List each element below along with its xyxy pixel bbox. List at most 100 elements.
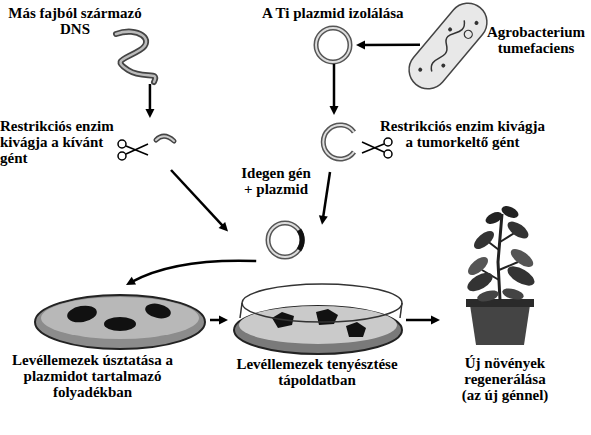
step-node: A Ti plazmid izolálása bbox=[312, 26, 356, 64]
petri-dish-floating bbox=[35, 295, 205, 349]
plasmid-arc-core bbox=[323, 125, 354, 159]
fragment-core bbox=[156, 136, 174, 141]
bacterium bbox=[401, 0, 494, 97]
leaf-disc bbox=[346, 322, 366, 337]
leaf bbox=[471, 228, 497, 253]
step-label: Agrobacterium tumefaciens bbox=[484, 24, 588, 56]
step-label: Levéllemezek úsztatása a plazmidot tarta… bbox=[0, 352, 185, 400]
arrow-line bbox=[131, 261, 256, 282]
plasmid-ring bbox=[268, 223, 302, 257]
leaf bbox=[508, 246, 536, 271]
arrow-head bbox=[319, 215, 328, 225]
arrow-head bbox=[145, 109, 154, 118]
leaf bbox=[476, 288, 500, 303]
ribosome-dot bbox=[474, 20, 480, 26]
leaf bbox=[505, 262, 538, 289]
dish-base bbox=[35, 295, 205, 349]
cut-plasmid bbox=[323, 125, 354, 159]
pot-rim bbox=[466, 299, 534, 307]
step-label: Új növények regenerálása (az új génnel) bbox=[455, 355, 555, 403]
ribosome-dot bbox=[441, 63, 447, 69]
flow-arrow bbox=[210, 315, 228, 324]
regenerated-plant bbox=[464, 204, 537, 345]
leaf bbox=[465, 254, 491, 279]
step-label: A Ti plazmid izolálása bbox=[262, 5, 422, 21]
dna-strand bbox=[116, 32, 155, 82]
bacterium-body bbox=[401, 0, 494, 97]
step-node: Más fajból származó DNS bbox=[5, 3, 165, 84]
step-label: Idegen gén + plazmid bbox=[238, 165, 314, 197]
leaf bbox=[484, 210, 505, 227]
small-plasmid bbox=[463, 29, 474, 40]
step-node: Levéllemezek tenyésztése tápoldatban bbox=[228, 282, 406, 392]
dish-medium bbox=[239, 306, 397, 344]
leaf bbox=[505, 218, 532, 242]
step-label: Más fajból származó DNS bbox=[5, 5, 145, 37]
leaf bbox=[501, 286, 525, 301]
scissors-handle bbox=[384, 150, 392, 158]
step-label: Restrikciós enzim kivágja a kívánt gént bbox=[0, 118, 120, 166]
step-node: Levéllemezek úsztatása a plazmidot tarta… bbox=[0, 285, 210, 410]
lid-edge bbox=[400, 303, 402, 318]
dish-lid bbox=[242, 284, 402, 322]
flow-arrow bbox=[406, 316, 440, 325]
petri-dish-culture bbox=[234, 284, 402, 354]
arrow-line bbox=[362, 44, 420, 47]
flow-arrow bbox=[330, 64, 339, 115]
leaf-disc bbox=[144, 301, 172, 320]
arrow-head bbox=[219, 315, 228, 324]
ti-plasmid bbox=[316, 28, 350, 62]
arrow-head bbox=[431, 316, 440, 325]
scissors-symbol bbox=[362, 138, 392, 158]
gene-fragment bbox=[156, 136, 174, 141]
plasmid-ring bbox=[316, 28, 350, 62]
dna-outline bbox=[116, 32, 155, 82]
step-label: Levéllemezek tenyésztése tápoldatban bbox=[232, 356, 402, 388]
plasmid-core bbox=[316, 28, 350, 62]
plasmid-core bbox=[268, 223, 302, 257]
scissors-handle bbox=[118, 152, 126, 160]
arrow-head bbox=[219, 222, 228, 232]
fragment-outline bbox=[156, 136, 174, 141]
leaf-disc bbox=[66, 304, 98, 325]
arrow-head bbox=[126, 277, 136, 285]
arrow-head bbox=[356, 40, 365, 49]
scissors-blade bbox=[362, 142, 384, 152]
ribosome-dot bbox=[417, 67, 423, 73]
step-node: Restrikciós enzim kivágja a kívánt gént bbox=[0, 118, 180, 170]
dish-liquid bbox=[41, 297, 199, 339]
flow-arrow bbox=[356, 40, 420, 49]
chromosome bbox=[424, 19, 470, 72]
scissors-symbol bbox=[118, 140, 148, 160]
arrow-line bbox=[323, 172, 330, 219]
step-node: Új növények regenerálása (az új génnel) bbox=[440, 205, 565, 408]
plasmid-arc bbox=[323, 125, 354, 159]
dna-core bbox=[116, 32, 155, 82]
scissors-handle bbox=[118, 140, 126, 148]
arrow-line bbox=[149, 84, 152, 112]
flow-arrow bbox=[126, 261, 256, 285]
inserted-gene bbox=[299, 230, 302, 250]
step-node: Agrobacterium tumefaciens bbox=[420, 2, 585, 95]
flow-arrow bbox=[145, 84, 154, 118]
arrow-head bbox=[330, 106, 339, 115]
stem bbox=[498, 214, 502, 300]
step-label: Restrikciós enzim kivágja a tumorkeltő g… bbox=[375, 118, 550, 150]
scissors-blade bbox=[126, 146, 148, 155]
flow-arrow bbox=[319, 172, 330, 225]
step-node: Restrikciós enzim kivágja a tumorkeltő g… bbox=[320, 115, 570, 172]
arrow-line bbox=[406, 319, 434, 322]
step-node: Idegen gén + plazmid bbox=[228, 163, 322, 261]
leaf bbox=[500, 204, 521, 221]
dish-base bbox=[234, 306, 402, 354]
scissors-blade bbox=[362, 144, 384, 153]
flow-arrow bbox=[171, 170, 228, 232]
scissors-handle bbox=[384, 138, 392, 146]
scissors-blade bbox=[126, 144, 148, 154]
ribosome-dot bbox=[447, 27, 453, 33]
lid-edge bbox=[240, 303, 242, 318]
leaf-disc bbox=[104, 317, 136, 331]
arrow-line bbox=[333, 64, 336, 109]
